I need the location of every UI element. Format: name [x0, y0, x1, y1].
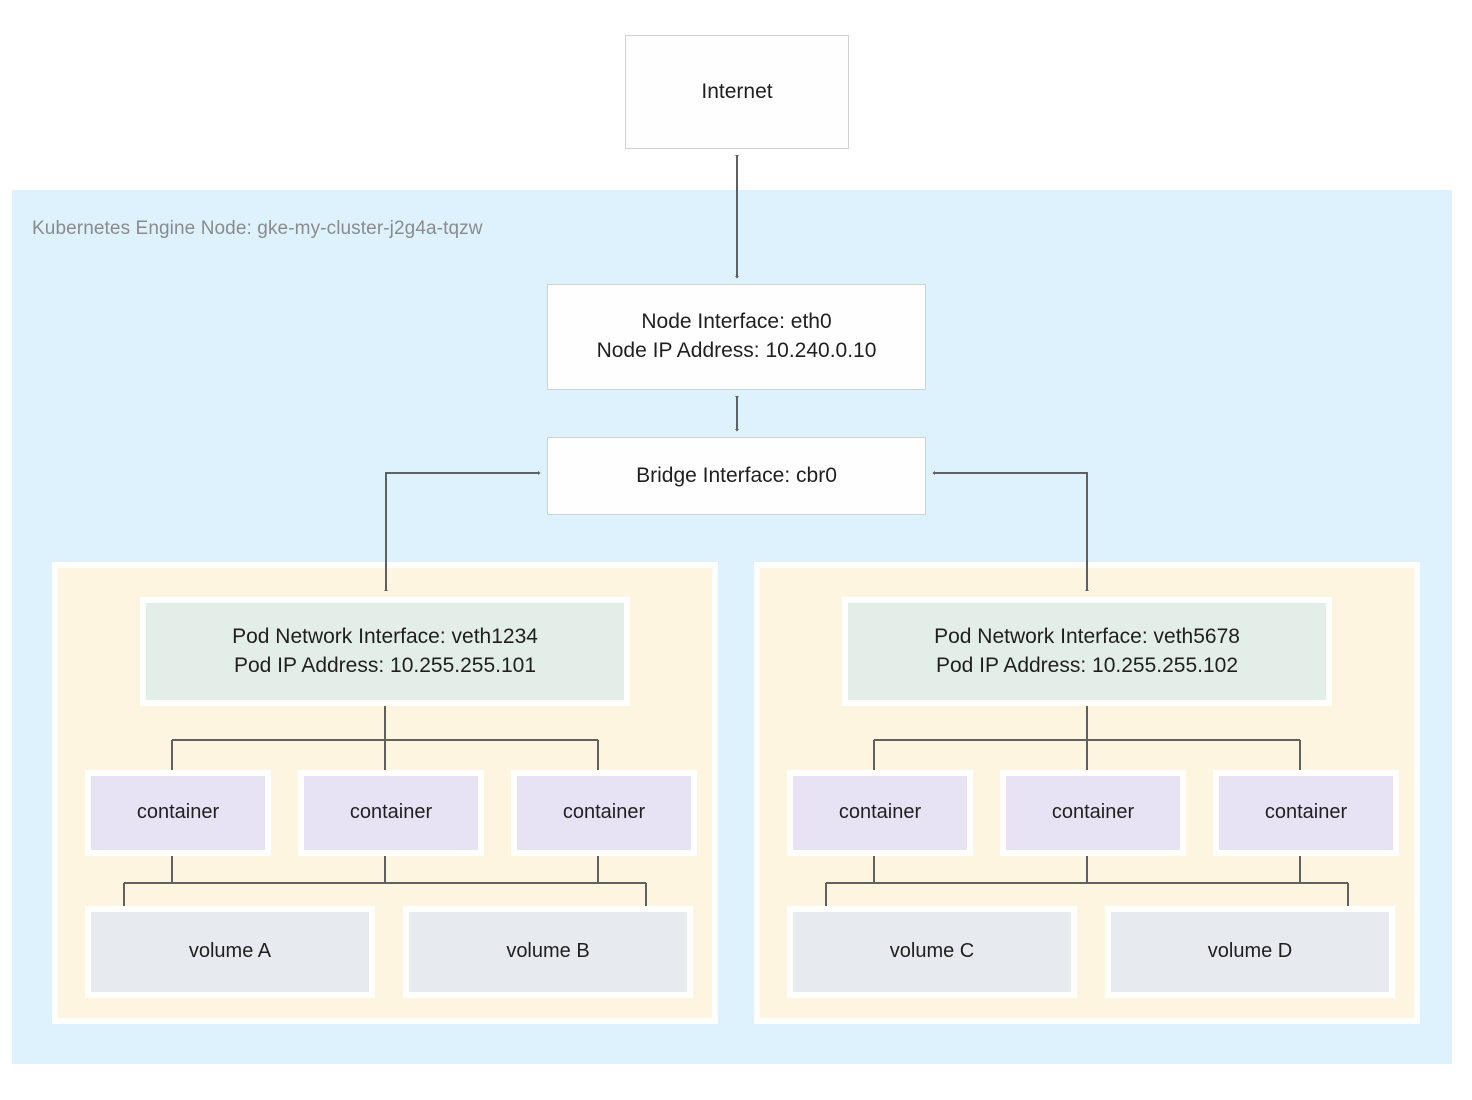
pod-interface-left-line1: Pod Network Interface: veth1234 — [232, 624, 538, 648]
volume-label: volume B — [506, 940, 590, 963]
container-box-right-2[interactable]: container — [1000, 770, 1186, 856]
container-box-left-2[interactable]: container — [298, 770, 484, 856]
container-box-left-1[interactable]: container — [85, 770, 271, 856]
pod-interface-box-right[interactable]: Pod Network Interface: veth5678 Pod IP A… — [842, 597, 1332, 706]
node-interface-box[interactable]: Node Interface: eth0 Node IP Address: 10… — [547, 284, 926, 390]
volume-box-c[interactable]: volume C — [787, 906, 1077, 998]
volume-box-d[interactable]: volume D — [1105, 906, 1395, 998]
container-label: container — [562, 801, 646, 824]
pod-interface-right-line2: Pod IP Address: 10.255.255.102 — [935, 653, 1239, 677]
internet-box[interactable]: Internet — [625, 35, 849, 149]
bridge-interface-box[interactable]: Bridge Interface: cbr0 — [547, 437, 926, 515]
container-label: container — [838, 801, 922, 824]
container-label: container — [1264, 801, 1348, 824]
kubernetes-node-label: Kubernetes Engine Node: gke-my-cluster-j… — [32, 218, 483, 239]
container-box-right-1[interactable]: container — [787, 770, 973, 856]
bridge-interface-label: Bridge Interface: cbr0 — [636, 463, 837, 487]
container-label: container — [1051, 801, 1135, 824]
pod-interface-box-left[interactable]: Pod Network Interface: veth1234 Pod IP A… — [140, 597, 630, 706]
container-box-left-3[interactable]: container — [511, 770, 697, 856]
internet-label: Internet — [701, 79, 773, 103]
pod-interface-right-line1: Pod Network Interface: veth5678 — [934, 624, 1240, 648]
container-label: container — [349, 801, 433, 824]
volume-box-b[interactable]: volume B — [403, 906, 693, 998]
volume-box-a[interactable]: volume A — [85, 906, 375, 998]
volume-label: volume A — [188, 940, 272, 963]
volume-label: volume D — [1207, 940, 1293, 963]
container-label: container — [136, 801, 220, 824]
volume-label: volume C — [889, 940, 975, 963]
node-interface-line2: Node IP Address: 10.240.0.10 — [596, 339, 877, 362]
container-box-right-3[interactable]: container — [1213, 770, 1399, 856]
node-interface-line1: Node Interface: eth0 — [641, 310, 832, 334]
pod-interface-left-line2: Pod IP Address: 10.255.255.101 — [233, 653, 537, 677]
